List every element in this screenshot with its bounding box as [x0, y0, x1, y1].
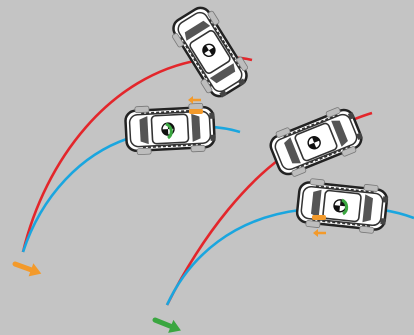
orange-arrow-icon — [188, 96, 201, 104]
orange-arrow-icon — [313, 229, 326, 237]
orange-marker — [312, 215, 326, 220]
green-arrow-icon — [152, 317, 181, 333]
orange-marker — [189, 109, 203, 114]
car-icon — [165, 0, 256, 105]
car-icon — [264, 101, 368, 182]
orange-arrow-icon — [12, 261, 42, 277]
car-icon — [294, 176, 391, 236]
steering-wheel-icon — [341, 198, 349, 216]
steering-wheel-icon — [165, 122, 173, 140]
